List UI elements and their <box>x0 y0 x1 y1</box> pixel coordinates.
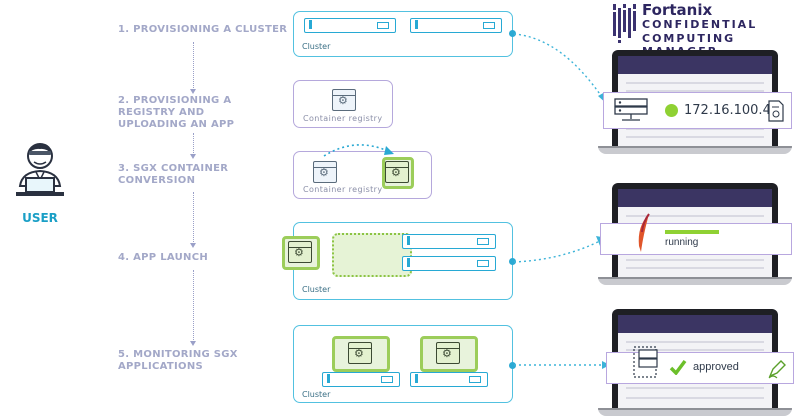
dotted-link-to-laptop-3 <box>514 361 610 369</box>
conversion-arrow <box>323 144 394 157</box>
sgx-container-icon: ⚙ <box>436 342 460 364</box>
approval-callout: approved <box>606 346 794 384</box>
registry-box-step2: ⚙ Container registry <box>293 80 393 128</box>
dotted-link-to-laptop-1 <box>513 33 607 104</box>
status-online-icon <box>665 104 678 117</box>
brand-name: Fortanix <box>642 1 713 19</box>
server-icon <box>304 18 396 33</box>
connector-dot <box>509 30 516 37</box>
server-icon <box>402 256 496 271</box>
laptop-base-3 <box>598 408 792 416</box>
sgx-container-icon: ⚙ <box>348 342 372 364</box>
laptop-base-2 <box>598 277 792 285</box>
signed-document-icon <box>633 346 658 378</box>
signing-pen-icon <box>768 360 786 379</box>
sgx-app-highlight: ⚙ <box>282 236 320 270</box>
step-4-label: 4. APP LAUNCH <box>118 252 209 263</box>
step-connector-arrow <box>190 133 196 159</box>
step-connector-arrow <box>190 192 196 248</box>
container-registry-label: Container registry <box>303 185 383 194</box>
approval-status-text: approved <box>693 361 739 373</box>
user-icon <box>10 136 70 206</box>
checkmark-icon <box>669 359 687 375</box>
certificate-icon <box>768 100 784 122</box>
sgx-app-highlight: ⚙ <box>332 336 390 372</box>
product-name-line1: CONFIDENTIAL <box>642 18 758 31</box>
step-2-label: 2. PROVISIONING A REGISTRY AND UPLOADING… <box>118 95 235 130</box>
cluster-box-step5: ⚙ ⚙ Cluster <box>293 325 513 403</box>
cluster-box-step1: Cluster <box>293 11 513 57</box>
sgx-container-icon: ⚙ <box>288 241 312 263</box>
node-callout: 172.16.100.4 <box>603 92 792 129</box>
cluster-label: Cluster <box>302 42 331 51</box>
registry-box-step3: ⚙ ⚙ Container registry <box>293 151 432 199</box>
step-connector-arrow <box>190 42 196 94</box>
sgx-app-highlight: ⚙ <box>420 336 478 372</box>
server-icon <box>402 234 496 249</box>
sgx-container-icon: ⚙ <box>385 161 409 183</box>
sgx-container-highlight: ⚙ <box>382 157 414 189</box>
container-icon: ⚙ <box>313 161 337 183</box>
container-icon: ⚙ <box>332 89 356 111</box>
cluster-label: Cluster <box>302 285 331 294</box>
step-connector-arrow <box>190 270 196 346</box>
server-icon <box>410 18 502 33</box>
container-registry-label: Container registry <box>303 114 383 123</box>
step-3-label: 3. SGX CONTAINER CONVERSION <box>118 163 229 186</box>
laptop-base-1 <box>598 146 792 154</box>
server-icon <box>410 372 488 387</box>
app-status-callout: running <box>600 213 792 255</box>
connector-dot <box>509 362 516 369</box>
node-ip-address: 172.16.100.4 <box>684 103 771 118</box>
step-1-label: 1. PROVISIONING A CLUSTER <box>118 24 288 35</box>
user-label: USER <box>22 211 58 225</box>
connector-dot <box>509 258 516 265</box>
launch-area <box>332 233 412 277</box>
server-icon <box>322 372 400 387</box>
step-5-label: 5. MONITORING SGX APPLICATIONS <box>118 349 238 372</box>
running-progress-bar <box>665 230 719 234</box>
cluster-label: Cluster <box>302 390 331 399</box>
dotted-link-to-laptop-2 <box>513 236 607 263</box>
app-status-text: running <box>665 237 699 248</box>
server-stack-icon <box>614 98 648 121</box>
apache-feather-icon <box>638 213 650 252</box>
cluster-box-step4: Cluster <box>293 222 513 300</box>
fortanix-logo-icon <box>613 4 636 43</box>
